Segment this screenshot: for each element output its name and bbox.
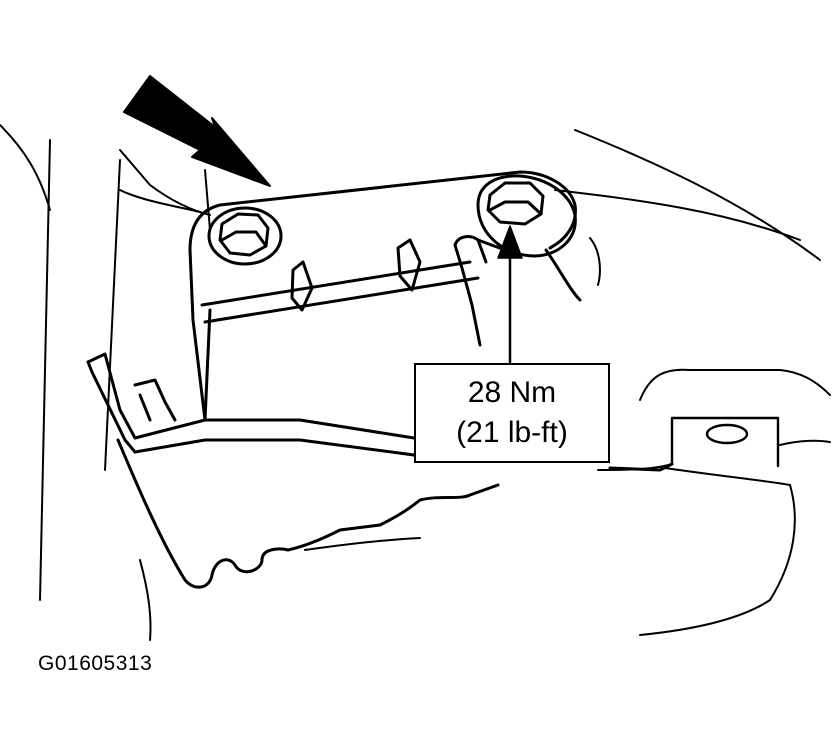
side-flange [670, 416, 780, 468]
background-contours [0, 124, 831, 641]
flange-slot [705, 423, 749, 445]
plate-slot-right [396, 238, 422, 292]
pointer-arrow [123, 75, 271, 187]
torque-metric-label: 28 Nm [467, 376, 557, 409]
torque-leader-arrow [497, 225, 523, 364]
torque-imperial-label: (21 lb-ft) [456, 416, 568, 449]
torque-spec-callout: 28 Nm (21 lb-ft) [414, 363, 610, 463]
left-bolt [207, 206, 283, 266]
bracket-lower-flange [86, 352, 674, 589]
plate-slot-left [290, 260, 314, 312]
figure-id: G01605313 [38, 652, 153, 675]
bracket-plate [188, 170, 582, 422]
